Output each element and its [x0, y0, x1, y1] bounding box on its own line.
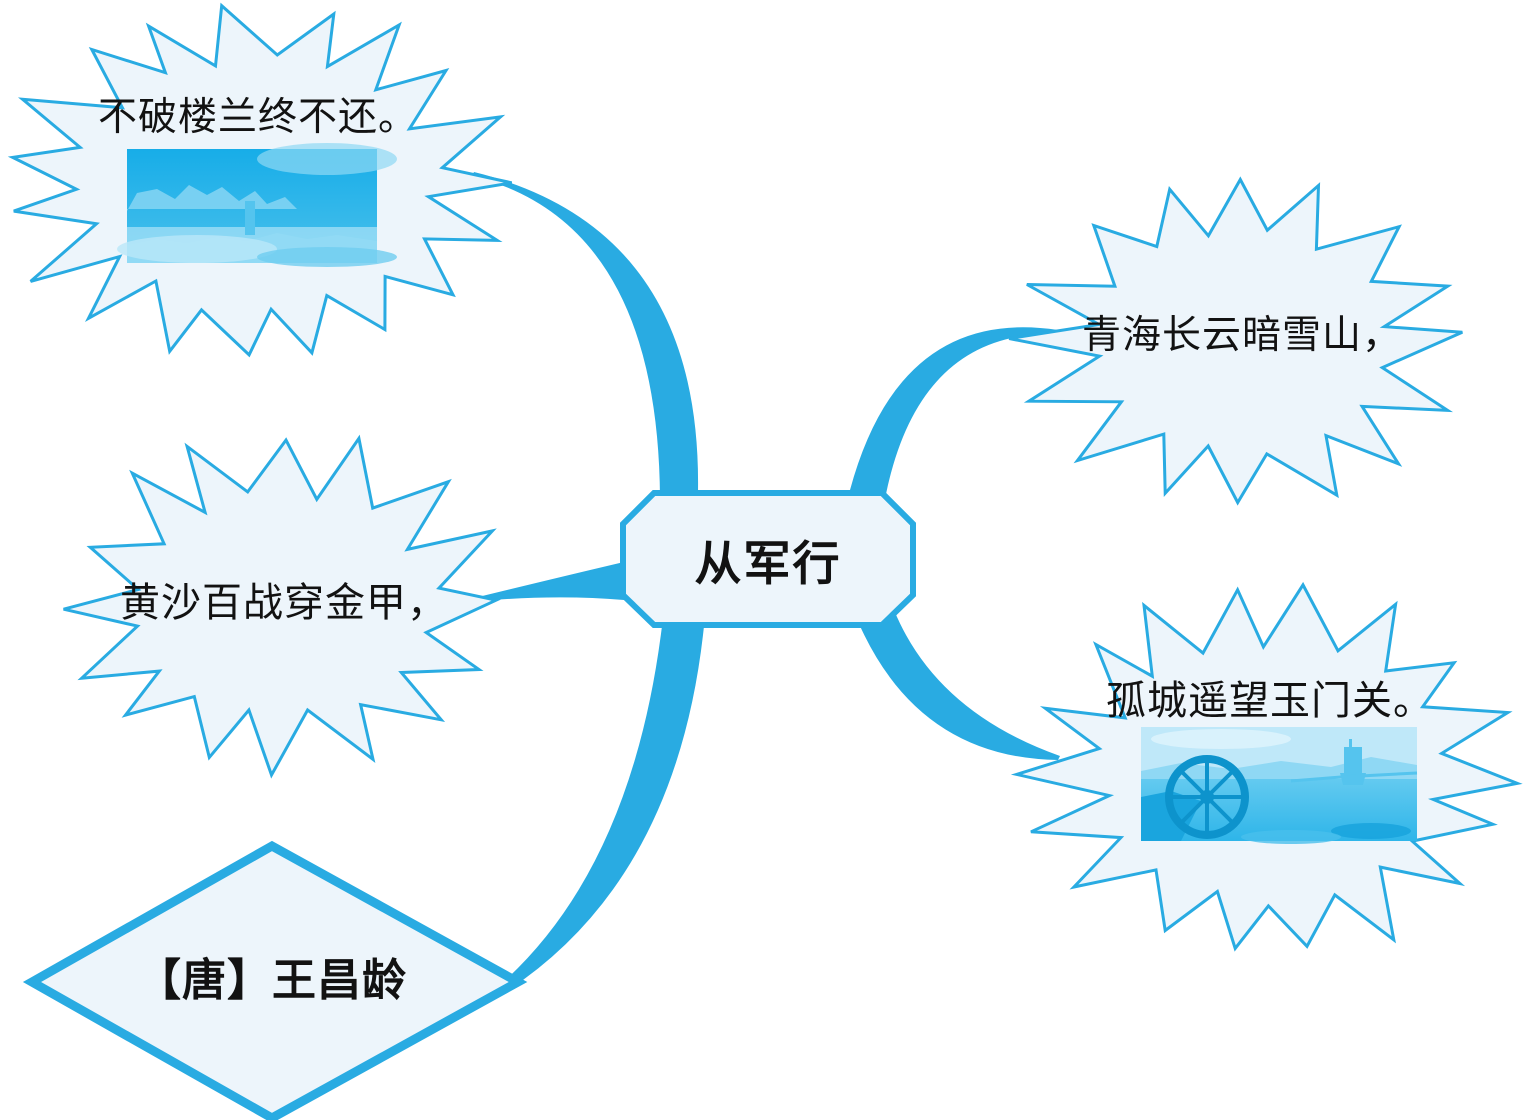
cloud-highlight	[257, 143, 397, 175]
wall-ridge	[1290, 771, 1418, 783]
author-label: 【唐】王昌龄	[137, 955, 407, 1006]
author-diamond-shape	[22, 840, 528, 1120]
foreground-bushes	[1331, 823, 1411, 839]
title-octagon-shape	[620, 490, 916, 628]
poem-line4-label: 不破楼兰终不还。	[97, 95, 418, 140]
yumen-pass-photo	[1141, 727, 1418, 844]
branch-to-line1-node	[850, 327, 1058, 494]
branch-to-line4-node	[472, 172, 699, 498]
poem-title-label: 从军行	[694, 536, 842, 592]
loulan-ruins-photo	[117, 143, 397, 267]
line1-starburst-shape	[1008, 176, 1463, 506]
poem-line3-label: 黄沙百战穿金甲，	[120, 580, 448, 626]
poem-line1-label: 青海长云暗雪山，	[1081, 313, 1402, 358]
ruin-figure	[245, 201, 255, 235]
sky-cloud	[1151, 729, 1291, 749]
line3-starburst-shape	[63, 434, 501, 779]
branch-to-author-node	[482, 626, 704, 1004]
branch-to-line3-node	[466, 562, 624, 602]
cart-wheel	[1165, 755, 1249, 839]
poem-line2-label: 孤城遥望玉门关。	[1106, 678, 1434, 724]
branch-to-line2-node	[860, 610, 1060, 760]
